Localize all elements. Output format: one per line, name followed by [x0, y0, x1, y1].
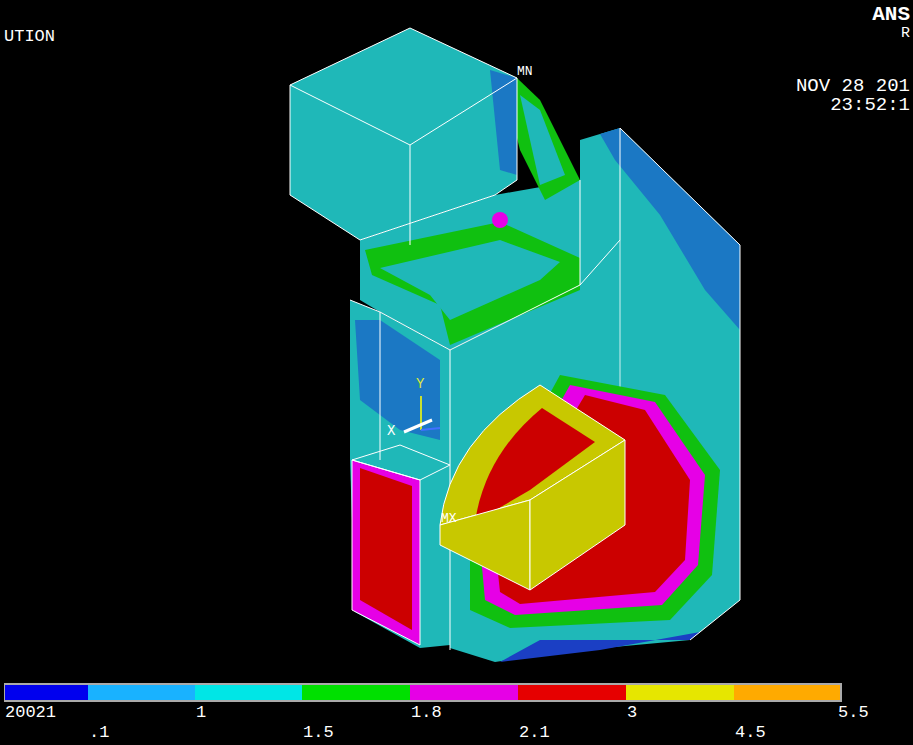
legend-value: 1	[196, 704, 206, 721]
legend-value: 3	[627, 704, 637, 721]
legend-swatch	[195, 685, 302, 700]
legend-value: 1.5	[303, 724, 334, 741]
legend-swatch	[410, 685, 518, 700]
legend-swatch	[302, 685, 410, 700]
legend-value: .1	[89, 724, 109, 741]
date-stamp: NOV 28 201	[796, 77, 910, 96]
minimum-marker: MN	[517, 65, 533, 78]
axis-label: Y	[416, 377, 424, 391]
legend-value: 20021	[5, 704, 56, 721]
legend-swatch	[88, 685, 195, 700]
legend-swatch	[734, 685, 840, 700]
release-mark: R	[901, 26, 910, 41]
legend-value: 4.5	[735, 724, 766, 741]
legend-value: 5.5	[838, 704, 869, 721]
maximum-marker: MX	[441, 512, 457, 525]
legend-value: 2.1	[519, 724, 550, 741]
legend-swatch	[626, 685, 734, 700]
time-stamp: 23:52:1	[830, 96, 910, 115]
legend-value: 1.8	[411, 704, 442, 721]
axis-label: X	[387, 424, 395, 438]
legend-swatch	[518, 685, 626, 700]
product-name: ANS	[872, 4, 910, 25]
solution-title: UTION	[4, 28, 55, 45]
legend-swatch	[5, 685, 88, 700]
